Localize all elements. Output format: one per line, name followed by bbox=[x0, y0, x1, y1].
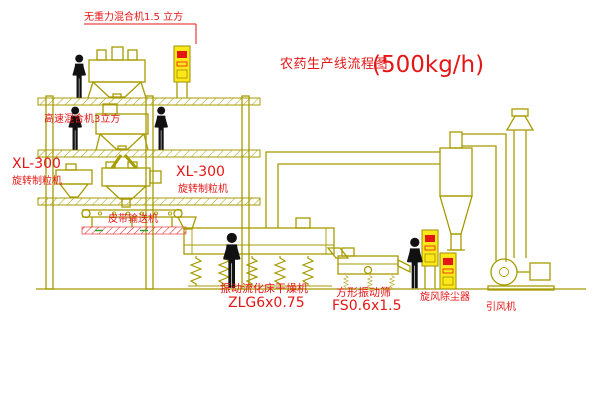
cyclone-separator bbox=[439, 131, 507, 262]
conveyor-pit-hatch bbox=[81, 226, 187, 235]
control-panel-cyclone bbox=[421, 229, 439, 289]
rotary-granulator-left bbox=[55, 163, 93, 198]
floor-slab bbox=[37, 197, 261, 206]
label-screen-model: FS0.6x1.5 bbox=[332, 298, 402, 314]
induced-draft-fan bbox=[487, 258, 555, 291]
label-granulator-mid-name: 旋转制粒机 bbox=[178, 182, 228, 195]
building-column bbox=[145, 95, 154, 290]
page-title: 农药生产线流程图 bbox=[280, 57, 388, 72]
building-column bbox=[45, 95, 54, 290]
page-title-capacity: (500kg/h) bbox=[372, 52, 484, 78]
fluid-bed-dryer bbox=[183, 217, 335, 287]
worker-figure bbox=[72, 54, 87, 98]
vibrating-screen bbox=[326, 247, 411, 289]
label-belt-conveyor: 皮带输送机 bbox=[108, 212, 158, 225]
label-dryer-name: 振动流化床干燥机 bbox=[220, 281, 308, 295]
worker-figure bbox=[223, 232, 241, 289]
building-column bbox=[241, 95, 250, 290]
rotary-granulator bbox=[101, 161, 162, 208]
zero-gravity-mixer bbox=[87, 46, 147, 99]
label-granulator-mid-model: XL-300 bbox=[176, 164, 225, 180]
label-high-speed-mixer: 高速混合机3立方 bbox=[44, 112, 120, 125]
exhaust-stack bbox=[505, 108, 535, 258]
control-panel-top bbox=[173, 45, 191, 98]
high-speed-mixer bbox=[95, 103, 149, 151]
label-cyclone-dust-collector: 旋风除尘器 bbox=[420, 290, 470, 303]
label-dryer-model: ZLG6x0.75 bbox=[228, 295, 305, 311]
floor-slab bbox=[37, 97, 261, 106]
label-granulator-left-name: 旋转制粒机 bbox=[12, 174, 62, 187]
floor-slab bbox=[37, 149, 261, 158]
screen-discharge-spout bbox=[397, 258, 411, 274]
label-induced-draft-fan: 引风机 bbox=[486, 300, 516, 313]
leader-line bbox=[84, 23, 197, 44]
screen-feed-chute bbox=[326, 247, 350, 259]
exhaust-duct bbox=[265, 151, 440, 228]
worker-figure bbox=[154, 106, 169, 150]
control-panel-fan bbox=[439, 252, 457, 290]
building-structure bbox=[36, 95, 586, 290]
worker-figure bbox=[406, 237, 423, 289]
label-mixer-top: 无重力混合机1.5 立方 bbox=[84, 10, 183, 23]
label-screen-name: 方形振动筛 bbox=[336, 285, 391, 299]
label-granulator-left-model: XL-300 bbox=[12, 156, 61, 172]
